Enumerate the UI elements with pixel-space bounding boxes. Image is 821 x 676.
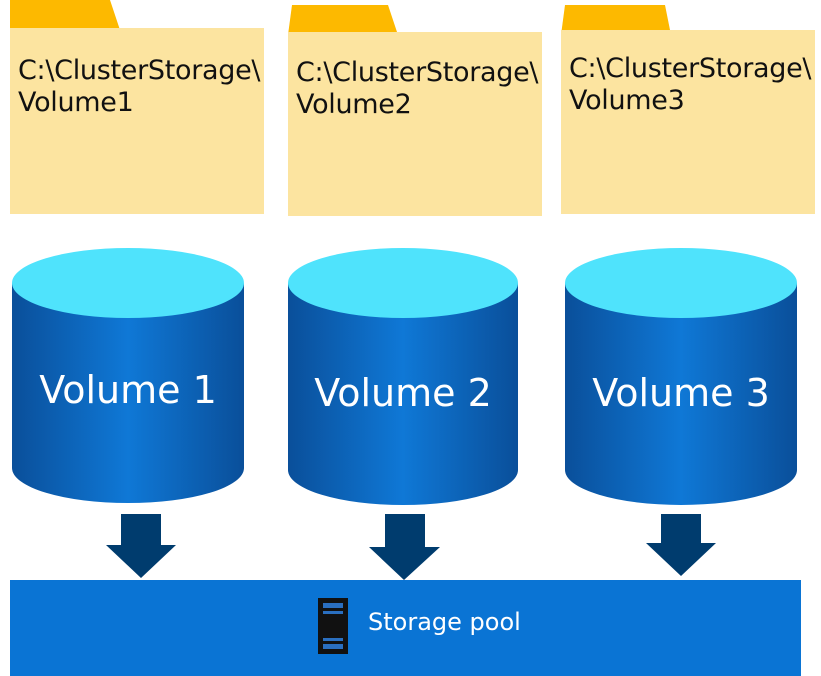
folder-path-label: C:\ClusterStorage\ Volume3: [569, 53, 812, 116]
storage-pool-label: Storage pool: [368, 608, 521, 636]
volume-label: Volume 3: [592, 371, 770, 415]
folder-tab: [561, 5, 671, 35]
volume-label: Volume 1: [39, 368, 217, 412]
volume-cylinder-1: Volume 1: [12, 248, 244, 503]
folder-body: [10, 28, 264, 214]
server-icon: [318, 598, 348, 658]
folder-volume1: C:\ClusterStorage\ Volume1: [10, 0, 264, 214]
volume-label: Volume 2: [314, 371, 492, 415]
volume-cylinder-2: Volume 2: [288, 248, 518, 505]
down-arrow-icon: [106, 514, 176, 578]
storage-pool: [10, 580, 801, 676]
folder-body: [561, 30, 815, 214]
folder-tab: [288, 5, 398, 35]
folder-tab: [10, 0, 120, 30]
down-arrow-icon: [369, 514, 440, 580]
folder-path-label: C:\ClusterStorage\ Volume2: [296, 57, 539, 120]
folder-path-label: C:\ClusterStorage\ Volume1: [18, 55, 261, 118]
folder-volume2: C:\ClusterStorage\ Volume2: [288, 0, 542, 216]
volume-cylinder-3: Volume 3: [565, 248, 797, 505]
folder-body: [288, 32, 542, 216]
down-arrow-icon: [646, 514, 716, 576]
folder-volume3: C:\ClusterStorage\ Volume3: [561, 0, 815, 214]
